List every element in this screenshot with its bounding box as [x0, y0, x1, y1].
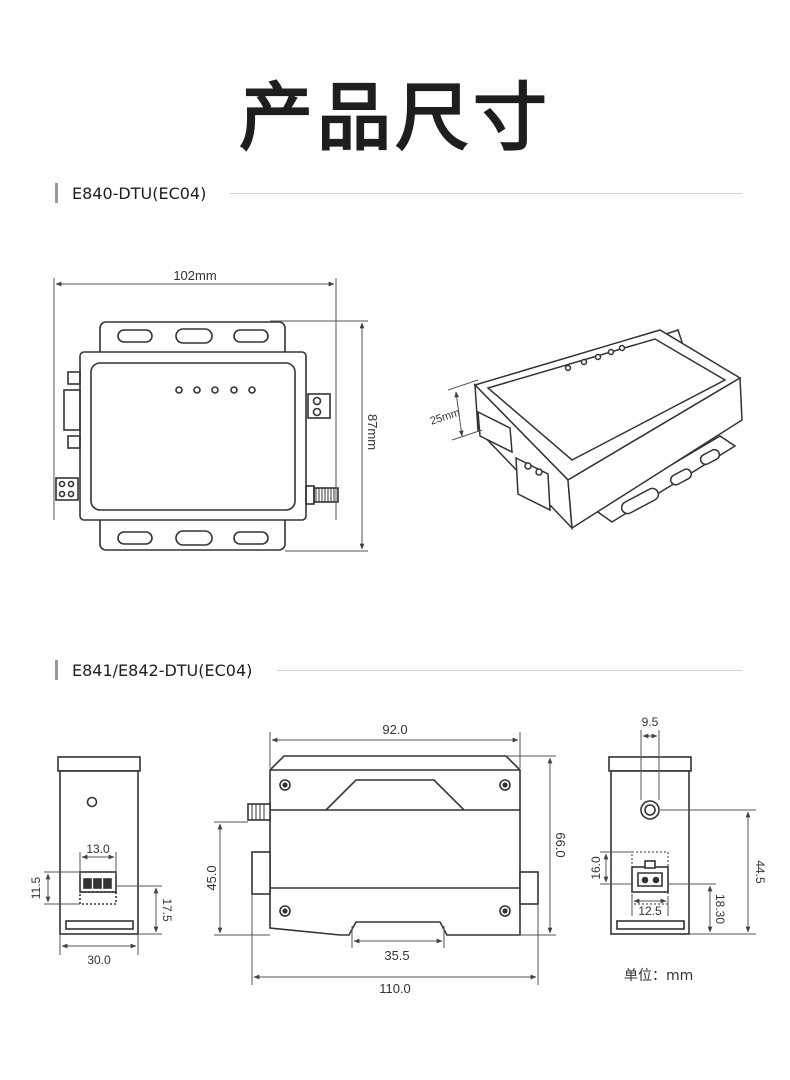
- mount-slot: [175, 530, 213, 546]
- e840-width-label: 102mm: [173, 268, 216, 283]
- rail-side-right: [519, 871, 539, 905]
- e840-dimensions: [53, 278, 368, 552]
- side-housing: [59, 770, 139, 935]
- led-indicator: [211, 386, 219, 394]
- mount-slot: [175, 328, 213, 344]
- terminal-width-label: 13.0: [86, 842, 110, 856]
- e840-connector-label: 25mm: [429, 407, 462, 428]
- front-height-label: 66.0: [553, 832, 568, 857]
- slot-width-label: 35.5: [384, 948, 409, 963]
- rail-clip: [57, 756, 141, 772]
- mount-slot: [233, 531, 269, 545]
- front-top-width-label: 92.0: [382, 722, 407, 737]
- terminal-offset-label: 17.5: [160, 898, 174, 922]
- iso-db9: [477, 410, 513, 454]
- section-marker: [55, 660, 58, 680]
- e841-front-view: [247, 755, 539, 936]
- led-indicator: [248, 386, 256, 394]
- e840-top-view: [55, 321, 339, 551]
- led-indicator: [193, 386, 201, 394]
- section-divider: [230, 193, 742, 194]
- rail-clip: [608, 756, 692, 772]
- antenna-height-label: 45.0: [204, 865, 219, 890]
- e841-left-view: [57, 756, 141, 935]
- mount-slot: [117, 329, 153, 343]
- front-housing: [269, 755, 521, 936]
- section-title-e841: E841/E842-DTU(EC04): [72, 660, 253, 680]
- e840-isometric-view: [473, 329, 743, 531]
- e840-top-panel: [90, 362, 296, 511]
- antenna-width-label: 9.5: [642, 715, 659, 729]
- terminal-block: [55, 477, 79, 501]
- e841-left-dimensions: [44, 852, 162, 955]
- terminal-height-label: 11.5: [29, 876, 43, 899]
- led-indicator: [230, 386, 238, 394]
- rail-side-left: [251, 851, 271, 895]
- total-width-label: 110.0: [379, 981, 411, 996]
- db9-connector: [63, 389, 81, 431]
- section-title-e840: E840-DTU(EC04): [72, 183, 207, 203]
- power-width-label: 12.5: [638, 904, 662, 918]
- e840-iso-dimension: [447, 379, 483, 441]
- db9-connector: [67, 371, 81, 385]
- antenna-connector: [313, 487, 339, 503]
- unit-note: 单位：mm: [624, 968, 694, 984]
- section-divider: [277, 670, 742, 671]
- mount-slot: [117, 531, 153, 545]
- power-height-label: 16.0: [589, 856, 603, 880]
- e841-right-dimensions: [600, 730, 756, 935]
- antenna-height-label-right: 44.5: [753, 860, 767, 884]
- db9-connector: [67, 435, 81, 449]
- side-width-label: 30.0: [87, 953, 111, 967]
- section-header-e840: E840-DTU(EC04): [55, 182, 742, 204]
- power-offset-label: 18.30: [713, 894, 727, 924]
- antenna-connector: [247, 803, 271, 821]
- e840-height-label: 87mm: [365, 414, 380, 450]
- mount-slot: [233, 329, 269, 343]
- e841-front-dimensions: [214, 732, 556, 985]
- led-indicator: [175, 386, 183, 394]
- led-indicator: [86, 796, 98, 808]
- section-marker: [55, 183, 58, 203]
- section-header-e841: E841/E842-DTU(EC04): [55, 659, 742, 681]
- page-title: 产品尺寸: [239, 75, 551, 161]
- terminal-block: [307, 393, 331, 419]
